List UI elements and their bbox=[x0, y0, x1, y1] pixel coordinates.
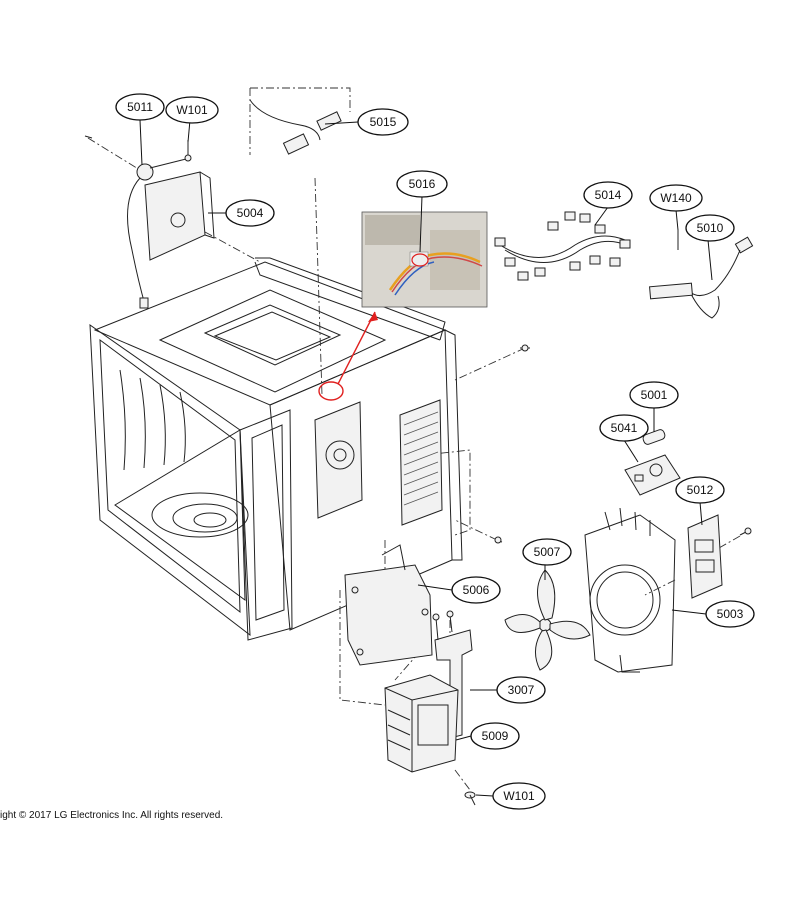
part-5004-bracket bbox=[144, 171, 215, 261]
callout-label: 5015 bbox=[370, 115, 397, 129]
part-3007-bracket bbox=[432, 610, 473, 739]
part-5009-transformer bbox=[384, 674, 459, 773]
loose-screws bbox=[494, 344, 752, 544]
screw-w101-top bbox=[84, 135, 192, 162]
screw-w101-bottom bbox=[464, 791, 476, 806]
callout-5015: 5015 bbox=[357, 108, 409, 136]
callout-label: W101 bbox=[176, 103, 208, 117]
callout-label: 5007 bbox=[534, 545, 561, 559]
callout-label: W101 bbox=[503, 789, 535, 803]
callout-w101-bottom: W101 bbox=[492, 782, 546, 810]
part-5011-sensor bbox=[127, 157, 191, 309]
callout-5012: 5012 bbox=[675, 476, 725, 504]
part-5012-switch bbox=[687, 514, 751, 599]
callout-label: 3007 bbox=[508, 683, 535, 697]
callout-label: W140 bbox=[660, 191, 692, 205]
callout-5004: 5004 bbox=[225, 199, 275, 227]
callout-3007: 3007 bbox=[496, 676, 546, 704]
callout-5009: 5009 bbox=[470, 722, 520, 750]
callout-label: 5011 bbox=[127, 100, 153, 114]
callout-5011: 5011 bbox=[115, 93, 165, 121]
leader-lines bbox=[139, 119, 713, 797]
part-5041-pcb bbox=[624, 454, 681, 496]
callout-label: 5016 bbox=[409, 177, 436, 191]
part-5007-fan bbox=[504, 569, 591, 671]
callout-5001: 5001 bbox=[629, 381, 679, 409]
callout-5007: 5007 bbox=[522, 538, 572, 566]
part-5006-air-guide bbox=[344, 544, 433, 666]
part-5016-photo bbox=[361, 211, 488, 308]
callout-label: 5010 bbox=[697, 221, 724, 235]
cavity-assembly bbox=[89, 257, 463, 641]
callout-label: 5041 bbox=[611, 421, 638, 435]
part-5010-power-cord bbox=[649, 230, 754, 319]
callout-5016: 5016 bbox=[396, 170, 448, 198]
callout-5003: 5003 bbox=[705, 600, 755, 628]
copyright-notice: ight © 2017 LG Electronics Inc. All righ… bbox=[0, 810, 224, 821]
callout-label: 5006 bbox=[463, 583, 490, 597]
callout-label: 5009 bbox=[482, 729, 509, 743]
callout-5010: 5010 bbox=[685, 214, 735, 242]
callout-label: 5004 bbox=[237, 206, 264, 220]
callout-label: 5001 bbox=[641, 388, 668, 402]
callout-label: 5003 bbox=[717, 607, 744, 621]
callout-5006: 5006 bbox=[451, 576, 501, 604]
callout-w101-top: W101 bbox=[165, 96, 219, 124]
highlight-arrow bbox=[337, 311, 376, 385]
part-5015-cable bbox=[249, 99, 342, 155]
part-5003-bracket bbox=[584, 507, 676, 673]
highlight-circle bbox=[318, 381, 344, 401]
callout-label: 5014 bbox=[595, 188, 622, 202]
part-5014-harness bbox=[494, 211, 631, 281]
callout-w140: W140 bbox=[649, 184, 703, 212]
callout-5014: 5014 bbox=[583, 181, 633, 209]
part-5001-fuse bbox=[642, 429, 666, 445]
callout-5041: 5041 bbox=[599, 414, 649, 442]
callout-label: 5012 bbox=[687, 483, 714, 497]
